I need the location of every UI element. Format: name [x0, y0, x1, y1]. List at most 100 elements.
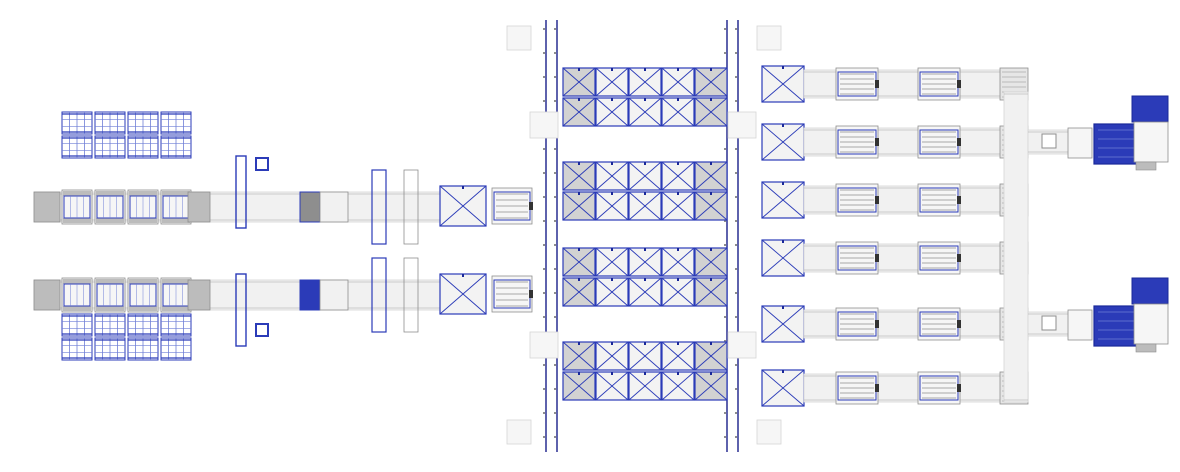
corner-pad — [756, 419, 782, 445]
infeed-start-cap — [33, 191, 61, 223]
rail-marker — [724, 148, 726, 150]
station-top — [63, 191, 91, 196]
eol-lift — [1067, 309, 1093, 341]
module-connector — [957, 196, 961, 204]
outfeed-module — [835, 241, 879, 275]
rail-marker — [554, 28, 556, 30]
buffer-cell — [439, 185, 487, 227]
palletizer-top — [1131, 95, 1169, 123]
outfeed-module — [917, 67, 961, 101]
collection-conveyor — [1003, 91, 1029, 403]
rail-marker — [724, 220, 726, 222]
rail-marker — [735, 28, 737, 30]
turntable-unit — [371, 257, 419, 333]
cell-brace — [661, 371, 695, 401]
rail-marker — [724, 436, 726, 438]
rail-marker — [735, 292, 737, 294]
rail-marker — [543, 28, 545, 30]
eol-box — [1041, 315, 1057, 331]
cell-brace — [661, 97, 695, 127]
rail-marker — [554, 388, 556, 390]
rail-marker — [724, 340, 726, 342]
shuttle-unit — [235, 273, 269, 347]
end-of-line — [1027, 95, 1169, 353]
module-connector — [875, 384, 879, 392]
turntable-guard — [403, 257, 419, 333]
rail-marker — [543, 292, 545, 294]
module-connector — [957, 138, 961, 146]
station-bottom — [96, 218, 124, 223]
buffer-cell — [761, 65, 805, 103]
rail-marker — [543, 76, 545, 78]
module-connector — [875, 80, 879, 88]
cell-brace — [694, 161, 728, 191]
buffer-cell — [628, 161, 662, 191]
cell-brace — [595, 97, 629, 127]
buffer-cell — [761, 181, 805, 219]
outfeed-module — [835, 183, 879, 217]
buffer-cell — [661, 341, 695, 371]
buffer-cell — [694, 277, 728, 307]
magazine-rack — [160, 337, 192, 361]
rail-marker — [543, 244, 545, 246]
eol-lift — [1067, 127, 1093, 159]
cell-brace — [694, 97, 728, 127]
rail-marker — [554, 268, 556, 270]
station-bottom — [129, 306, 157, 311]
outfeed-module — [491, 187, 533, 225]
rail-marker — [724, 316, 726, 318]
buffer-cell — [661, 161, 695, 191]
cell-brace — [562, 67, 596, 97]
turntable-unit — [371, 169, 419, 245]
rail-marker — [554, 148, 556, 150]
infeed-line — [33, 257, 533, 361]
transfer-rail — [735, 20, 739, 452]
buffer-cell — [562, 371, 596, 401]
side-plate — [529, 331, 559, 359]
buffer-cell — [562, 191, 596, 221]
buffer-cell — [562, 161, 596, 191]
end-of-line-station — [1027, 95, 1169, 171]
rail-marker — [554, 316, 556, 318]
outfeed-module — [917, 307, 961, 341]
buffer-cell — [661, 97, 695, 127]
loading-station — [160, 277, 192, 313]
outfeed-section — [761, 65, 1029, 407]
rail-marker — [554, 364, 556, 366]
cell-brace — [628, 97, 662, 127]
buffer-cell — [595, 371, 629, 401]
buffer-cell — [628, 97, 662, 127]
cell-brace — [694, 67, 728, 97]
rail-marker — [543, 196, 545, 198]
loading-station — [61, 189, 93, 225]
loading-station — [160, 189, 192, 225]
eol-box — [1041, 133, 1057, 149]
transfer-gate — [187, 191, 211, 223]
palletizer-body — [1133, 121, 1169, 163]
rail-marker — [554, 244, 556, 246]
station-top — [96, 279, 124, 284]
cell-brace — [628, 341, 662, 371]
rail-marker — [735, 364, 737, 366]
buffer-cell — [694, 191, 728, 221]
belt-surface — [803, 69, 1005, 99]
palletizer-base — [1135, 161, 1157, 171]
buffer-cell — [595, 247, 629, 277]
rail-marker — [554, 412, 556, 414]
module-connector — [875, 196, 879, 204]
rail-marker — [554, 172, 556, 174]
end-of-line-station — [1027, 277, 1169, 353]
buffer-cell — [628, 341, 662, 371]
outfeed-lane — [761, 239, 1029, 277]
rail-marker — [543, 364, 545, 366]
magazine-rack — [61, 111, 93, 135]
outfeed-lane — [761, 305, 1029, 343]
module-connector — [875, 254, 879, 262]
cell-brace — [628, 247, 662, 277]
infeed-start-cap — [33, 279, 61, 311]
cell-brace — [562, 97, 596, 127]
loading-station — [94, 189, 126, 225]
outfeed-conveyor — [803, 69, 1005, 99]
magazine-rack — [127, 135, 159, 159]
rail-marker — [735, 172, 737, 174]
